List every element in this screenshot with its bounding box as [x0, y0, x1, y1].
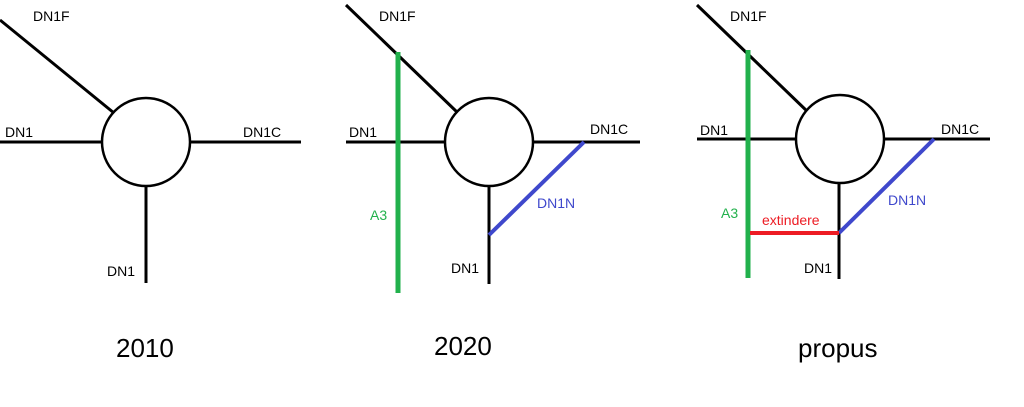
- label-dn1-west: DN1: [5, 124, 33, 140]
- label-extension: extindere: [762, 212, 820, 228]
- label-a3: A3: [721, 205, 738, 221]
- roundabout: [794, 93, 886, 185]
- caption-2010: 2010: [116, 333, 174, 363]
- label-dn1c: DN1C: [590, 121, 628, 137]
- label-dn1f: DN1F: [730, 8, 767, 24]
- caption-propus: propus: [798, 333, 878, 363]
- panel-propus: DN1F DN1 DN1C DN1 A3 DN1N extindere prop…: [695, 3, 990, 363]
- label-dn1-south: DN1: [451, 260, 479, 276]
- roundabout: [100, 96, 192, 188]
- label-dn1f: DN1F: [33, 8, 70, 24]
- road-dn1f: [695, 3, 811, 115]
- caption-2020: 2020: [434, 331, 492, 361]
- label-dn1c: DN1C: [243, 124, 281, 140]
- label-dn1-west: DN1: [349, 124, 377, 140]
- label-dn1-south: DN1: [107, 263, 135, 279]
- road-dn1f: [0, 18, 115, 115]
- roundabout: [443, 96, 535, 188]
- label-dn1c: DN1C: [941, 121, 979, 137]
- panel-2020: DN1F DN1 DN1C DN1 A3 DN1N 2020: [344, 3, 640, 361]
- label-a3: A3: [370, 207, 387, 223]
- label-dn1f: DN1F: [379, 8, 416, 24]
- road-dn1n: [487, 140, 586, 237]
- label-dn1n: DN1N: [888, 192, 926, 208]
- label-dn1-south: DN1: [804, 260, 832, 276]
- road-dn1n: [837, 137, 936, 235]
- label-dn1n: DN1N: [537, 195, 575, 211]
- label-dn1-west: DN1: [700, 122, 728, 138]
- road-dn1f: [344, 3, 460, 115]
- panel-2010: DN1F DN1 DN1C DN1 2010: [0, 8, 301, 363]
